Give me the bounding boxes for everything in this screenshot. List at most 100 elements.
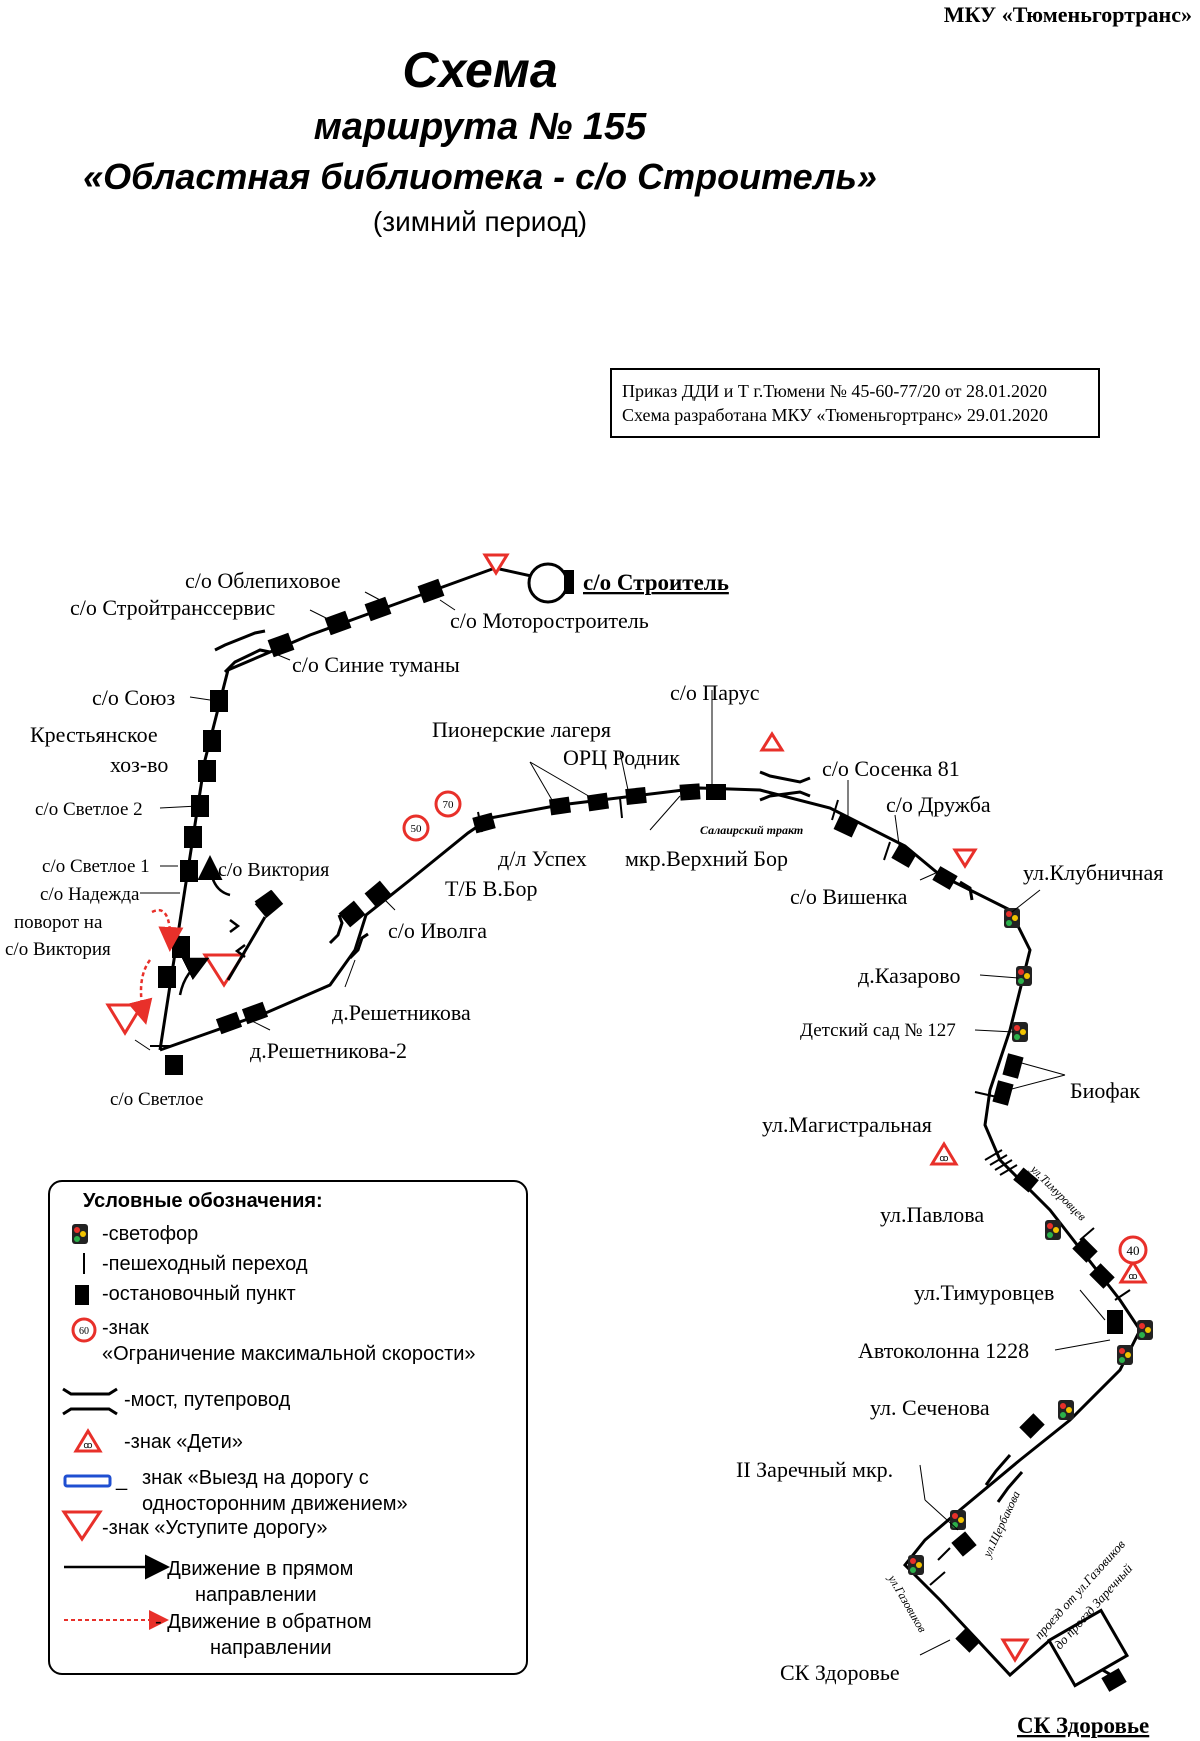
legend-speed-1: -знак	[102, 1317, 149, 1339]
stop-marker	[210, 690, 228, 712]
label-soyuz: с/о Союз	[92, 685, 175, 710]
stop-marker	[191, 795, 209, 817]
label-reshetnikova: д.Решетникова	[332, 1000, 471, 1025]
legend-oneway-2: односторонним движением»	[142, 1493, 408, 1515]
stop-marker	[891, 844, 917, 868]
stop-marker	[1002, 1053, 1024, 1079]
stop-marker	[215, 1011, 243, 1035]
label-salair: Салаирский тракт	[700, 823, 803, 837]
speed-sign-70	[434, 790, 462, 818]
pedestrian-crossings	[150, 797, 1131, 1586]
stop-marker	[833, 814, 859, 838]
direction-arrows	[128, 855, 246, 1025]
speed-sign-50-label: 50	[411, 823, 423, 835]
legend-speed-sample: 60	[79, 1326, 89, 1337]
legend-icons: 60	[61, 1224, 170, 1630]
label-ivolga: с/о Иволга	[388, 918, 487, 943]
label-stroitel: с/о Строитель	[583, 570, 729, 595]
legend-oneway-1: знак «Выезд на дорогу с	[142, 1467, 369, 1489]
legend-forward-1: - Движение в прямом	[155, 1558, 354, 1580]
speed-signs: 50 70 40	[402, 790, 1148, 1265]
speed-sign-40	[1118, 1235, 1148, 1265]
route-number: маршрута № 155	[313, 106, 647, 148]
legend-oneway-dash: _	[116, 1469, 128, 1491]
terminal-sk-zdorovie	[1046, 1608, 1130, 1688]
label-parus: с/о Парус	[670, 680, 760, 705]
stop-marker	[267, 632, 295, 658]
stop-marker	[1019, 1413, 1045, 1439]
legend-speed-2: «Ограничение максимальной скорости»	[102, 1343, 476, 1365]
label-timurovcev: ул.Тимуровцев	[914, 1280, 1054, 1305]
stop-marker	[417, 578, 445, 604]
stop-labels: с/о Строитель с/о Моторостроитель с/о Об…	[5, 568, 1163, 1738]
legend-backward-2: направлении	[210, 1637, 332, 1659]
stop-marker	[180, 860, 198, 882]
label-biofak: Биофак	[1070, 1078, 1140, 1103]
label-reshetnikova2: д.Решетникова-2	[250, 1038, 407, 1063]
stop-marker	[158, 966, 176, 988]
stop-marker	[324, 610, 352, 636]
stop-marker	[1072, 1237, 1098, 1263]
stop-marker	[1107, 1310, 1123, 1334]
label-svetloe: с/о Светлое	[110, 1089, 203, 1110]
label-nadezhda: с/о Надежда	[40, 884, 140, 905]
legend-bridge: -мост, путепровод	[124, 1389, 291, 1411]
label-svetloe1: с/о Светлое 1	[42, 856, 150, 877]
label-druzhba: с/о Дружба	[886, 792, 991, 817]
label-verhniy-bor: мкр.Верхний Бор	[625, 846, 788, 871]
season-note: (зимний период)	[372, 206, 588, 237]
label-zarechny: II Заречный мкр.	[736, 1457, 893, 1482]
page-title: Схема	[402, 42, 558, 98]
legend-backward-1: - Движение в обратном	[155, 1611, 372, 1633]
stop-marker	[1089, 1263, 1115, 1289]
bridges	[214, 629, 1024, 1503]
stop-marker	[951, 1531, 977, 1557]
label-pavlova: ул.Павлова	[880, 1202, 984, 1227]
stop-marker	[184, 826, 202, 848]
stop-marker	[338, 900, 366, 928]
legend-yield: -знак «Уступите дорогу»	[102, 1517, 328, 1539]
label-sechenova: ул. Сеченова	[870, 1395, 990, 1420]
stop-marker	[165, 1055, 183, 1075]
route-name: «Областная библиотека - с/о Строитель»	[83, 156, 877, 197]
order-line-1: Приказ ДДИ и Т г.Тюмени № 45-60-77/20 от…	[622, 381, 1047, 401]
label-kfh2: хоз-во	[110, 752, 168, 777]
order-box: Приказ ДДИ и Т г.Тюмени № 45-60-77/20 от…	[610, 368, 1100, 438]
leader-lines	[134, 591, 1111, 1656]
label-detsad: Детский сад № 127	[800, 1020, 956, 1041]
legend-title: Условные обозначения:	[83, 1190, 323, 1212]
label-turn2: с/о Виктория	[5, 939, 111, 960]
label-avtokolonna: Автоколонна 1228	[858, 1338, 1029, 1363]
legend-stop: -остановочный пункт	[102, 1283, 296, 1305]
stop-markers	[158, 570, 1127, 1692]
order-line-2: Схема разработана МКУ «Тюменьгортранс» 2…	[622, 405, 1048, 425]
stop-marker	[548, 796, 572, 816]
label-tb-vbor: Т/Б В.Бор	[445, 876, 538, 901]
stop-marker	[203, 730, 221, 752]
organization-name: МКУ «Тюменьгортранс»	[943, 2, 1192, 27]
stop-marker	[172, 936, 190, 958]
label-vishenka: с/о Вишенка	[790, 884, 908, 909]
stop-marker	[564, 570, 574, 594]
stop-viktoriya	[254, 889, 282, 917]
legend-children: -знак «Дети»	[124, 1431, 243, 1453]
label-pionerskie: Пионерские лагеря	[432, 717, 611, 742]
label-magistralnaya: ул.Магистральная	[762, 1112, 932, 1137]
stop-marker	[932, 866, 958, 890]
stop-marker	[586, 792, 610, 812]
legend-traffic-light: -светофор	[102, 1223, 199, 1245]
stop-marker	[1013, 1167, 1039, 1193]
label-orc-rodnik: ОРЦ Родник	[563, 745, 680, 770]
legend: Условные обозначения: 60 -светофор -пеше…	[48, 1180, 528, 1675]
terminal-stroitel	[527, 562, 569, 604]
label-timurovcev-street: ул.Тимуровцев	[1027, 1162, 1089, 1224]
speed-sign-50	[402, 814, 430, 842]
label-sosenka: с/о Сосенка 81	[822, 756, 960, 781]
traffic-lights	[908, 908, 1153, 1575]
stop-marker	[198, 760, 216, 782]
stop-marker	[955, 1627, 981, 1653]
speed-sign-40-label: 40	[1127, 1243, 1140, 1258]
stop-marker	[1101, 1668, 1127, 1692]
label-kazarovo: д.Казарово	[858, 963, 961, 988]
